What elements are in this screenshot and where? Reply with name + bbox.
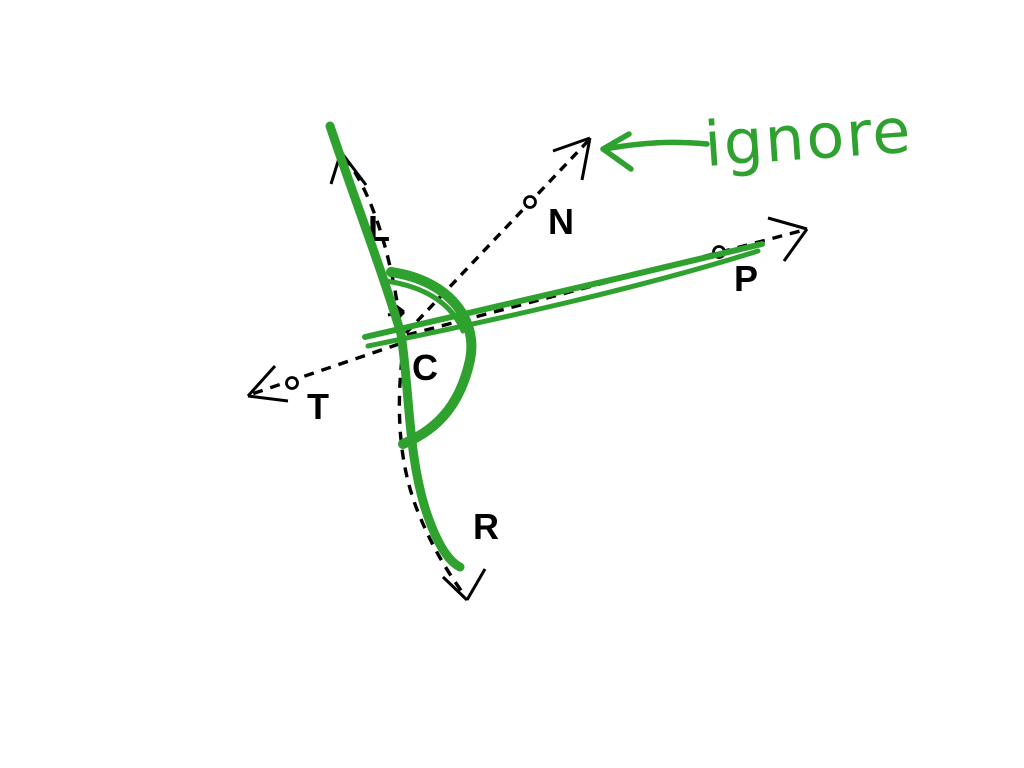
label-ray-N: N [548,201,574,242]
figure-labels: L N P T R C [307,201,758,547]
point-T-marker-icon [285,376,299,390]
label-ray-R: R [473,506,499,547]
green-angle-arc [386,267,477,449]
green-marker-layer [325,121,765,572]
label-ray-P: P [734,258,758,299]
green-line-LR-highlight [325,121,465,572]
green-ray-P-highlight-lower [365,248,761,349]
ray-T-arrowhead-icon [246,364,289,403]
ray-R-line [397,341,467,597]
ignore-annotation-text: ignore [702,94,915,181]
ignore-arrow-head-icon [600,131,634,172]
point-N-marker-icon [523,195,537,209]
black-figure [246,136,809,602]
ray-R-arrowhead-icon [441,568,487,602]
label-vertex-C: C [412,347,438,388]
green-angle-arc-second-stroke [383,278,466,334]
ignore-arrow-shaft [602,139,710,152]
ray-T-line [251,342,400,396]
ray-N-line [404,139,590,335]
green-ray-P-highlight-upper [362,241,765,340]
ray-N-arrowhead-icon [552,136,592,181]
label-ray-T: T [307,386,329,427]
ray-L-line [340,152,404,337]
ray-P-arrowhead-icon [767,216,809,262]
